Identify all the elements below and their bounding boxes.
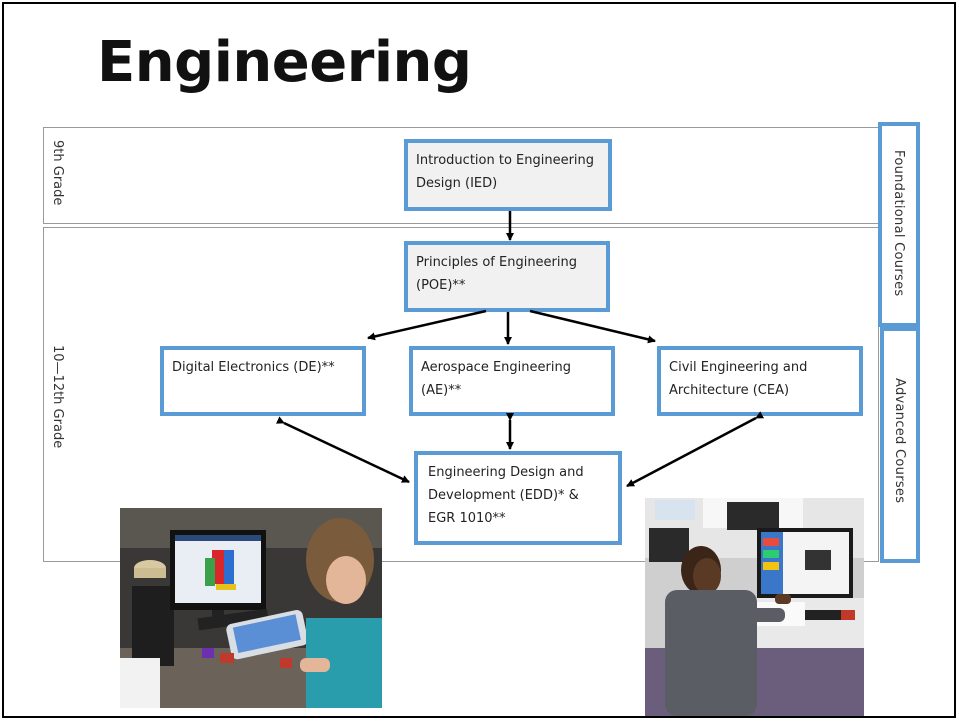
slide-title: Engineering [97, 30, 472, 95]
course-ae-line-2: (AE)** [421, 383, 462, 398]
course-poe-line-1: Principles of Engineering [416, 255, 577, 270]
course-poe: Principles of Engineering (POE)** [404, 241, 610, 312]
advanced-courses-label: Advanced Courses [892, 378, 907, 504]
upper-grade-label: 10—12th Grade [50, 345, 65, 449]
course-edd: Engineering Design and Development (EDD)… [414, 451, 622, 545]
course-ae-line-1: Aerospace Engineering [421, 360, 571, 375]
course-edd-line-3: EGR 1010** [428, 511, 506, 526]
student-cad-workstation-photo [645, 498, 864, 716]
ninth-grade-label: 9th Grade [50, 140, 65, 206]
student-3d-modeling-photo [120, 508, 382, 708]
arrow-poe-to-cea [529, 309, 656, 344]
course-cea-line-2: Architecture (CEA) [669, 383, 790, 398]
course-ied-line-1: Introduction to Engineering [416, 153, 595, 168]
arrow-de-edd [275, 416, 410, 484]
course-ied: Introduction to Engineering Design (IED) [404, 139, 612, 211]
course-edd-line-1: Engineering Design and [428, 465, 584, 480]
course-edd-line-2: Development (EDD)* & [428, 488, 579, 503]
upper-grade-band [43, 227, 879, 562]
arrow-poe-to-de [367, 309, 487, 341]
course-cea: Civil Engineering and Architecture (CEA) [657, 346, 863, 416]
foundational-courses-label: Foundational Courses [891, 150, 906, 297]
arrow-cea-edd [626, 411, 765, 488]
course-cea-line-1: Civil Engineering and [669, 360, 808, 375]
course-poe-line-2: (POE)** [416, 278, 466, 293]
course-de-line-1: Digital Electronics (DE)** [172, 360, 335, 375]
foundational-courses-box [878, 122, 920, 327]
course-de: Digital Electronics (DE)** [160, 346, 366, 416]
course-ied-line-2: Design (IED) [416, 176, 498, 191]
advanced-courses-box [880, 327, 920, 563]
